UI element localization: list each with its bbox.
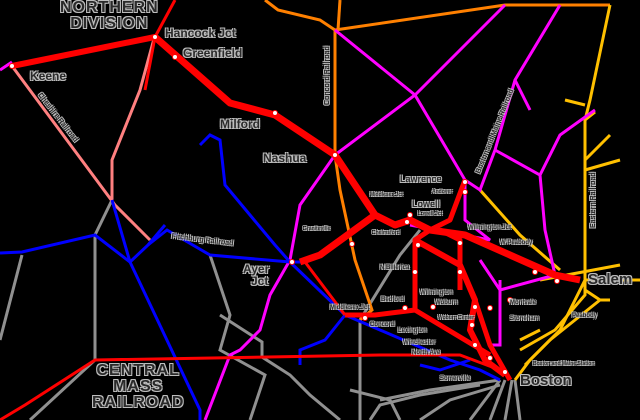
station-lawrence: Lawrence [400, 174, 442, 184]
station-nashua: Nashua [263, 151, 307, 165]
station-hancock-jct: Hancock Jct [165, 26, 236, 40]
station-lexington: Lexington [398, 328, 427, 334]
station-lowell-sub: Lowell Jct [418, 211, 443, 217]
station-greenfield: Greenfield [183, 46, 243, 60]
station-north-ave: North Ave [412, 350, 441, 356]
boston-maine-main-line [0, 0, 581, 420]
station-lowell: Lowell [412, 199, 441, 209]
station-wilmington: Wilmington [420, 290, 453, 296]
station-peabody: Peabody [572, 313, 598, 319]
station-graniteville: Graniteville [303, 226, 331, 232]
station-salem: Salem [588, 271, 633, 288]
station-keene: Keene [30, 69, 67, 83]
station-woburn-sub: Woburn Center [438, 315, 475, 321]
eastern-railroad-line [478, 4, 640, 381]
station-milford: Milford [220, 117, 260, 131]
fitchburg-railroad-line [0, 133, 501, 420]
station-woburn: Woburn [435, 300, 458, 306]
station-winchester: Winchester [403, 340, 436, 346]
station-middlesex-jct: Middlesex Jct [330, 305, 370, 311]
station-lawrence-sub: Andover [432, 189, 453, 195]
station-w-peabody: W Peabody [500, 240, 533, 246]
concord-railroad-line [264, 0, 610, 322]
concord-railroad-label: Concord Railroad [324, 46, 331, 105]
other-railroads [0, 199, 522, 420]
boston-station-note: Boston and Maine Station [533, 361, 595, 367]
station-bedford: Bedford [381, 297, 404, 303]
cheshire-railroad-line [10, 34, 157, 242]
station-markers [9, 34, 560, 375]
station-wilmington-jct: Wilmington Jct [468, 225, 511, 231]
station-somerville: Somerville [440, 376, 471, 382]
station-billerica: N Billerica [380, 265, 410, 271]
station-montvale: Montvale [510, 300, 537, 306]
eastern-railroad-label: Eastern Railroad [590, 172, 597, 228]
station-stoneham: Stoneham [510, 316, 540, 322]
station-lowell-jct: Middlesex Jct [370, 192, 403, 198]
station-concord: Concord [370, 322, 395, 328]
station-chelmsford: Chelmsford [372, 230, 400, 236]
station-boston: Boston [520, 372, 572, 389]
